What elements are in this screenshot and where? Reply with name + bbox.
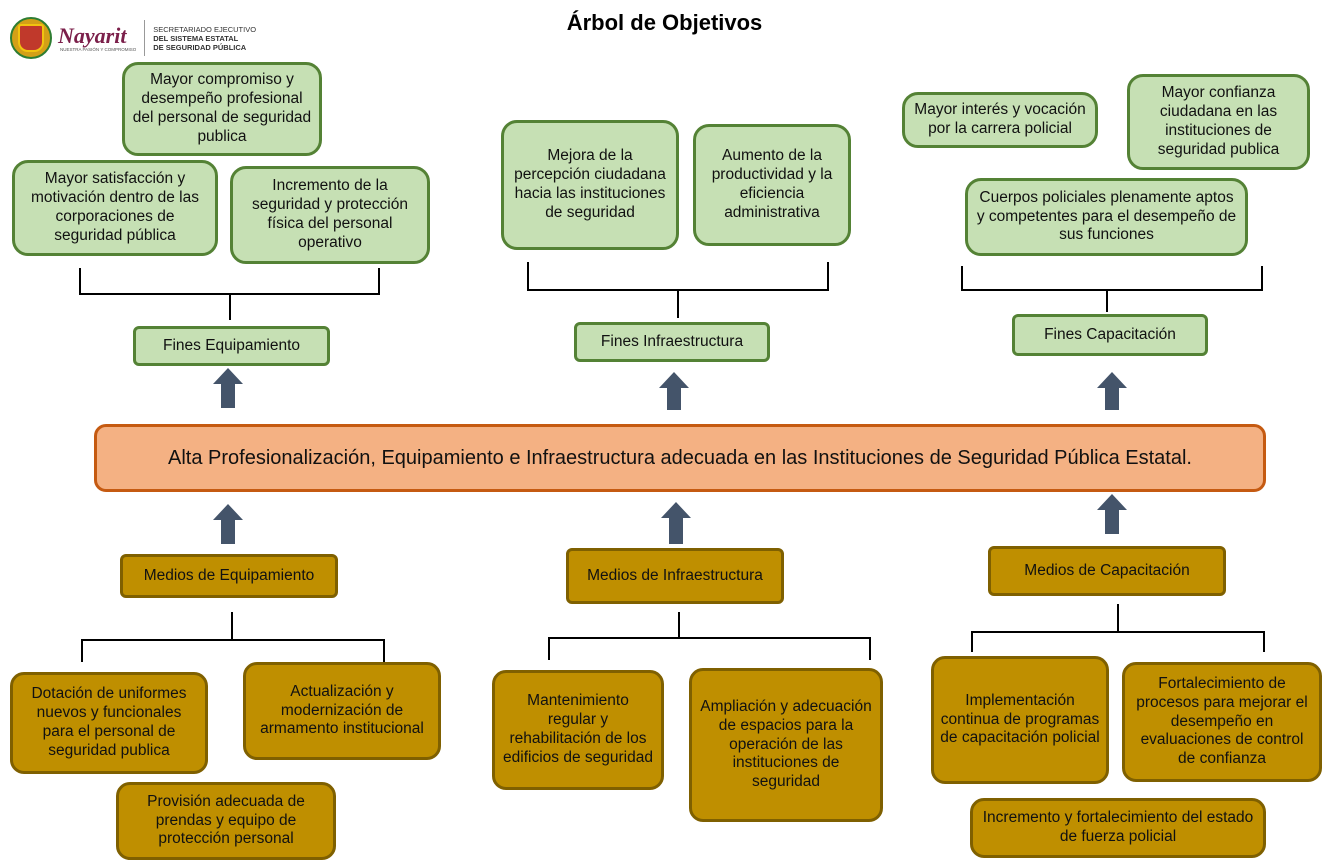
fin-equipamiento-1: Mayor compromiso y desempeño profesional…	[122, 62, 322, 156]
arrow-up-icon	[661, 502, 691, 544]
page-title: Árbol de Objetivos	[566, 10, 763, 35]
medio-infraestructura-2: Ampliación y adecuación de espacios para…	[689, 668, 883, 822]
medio-equipamiento-2: Actualización y modernización de armamen…	[243, 662, 441, 760]
arrow-up-icon	[659, 372, 689, 410]
medio-infraestructura-1: Mantenimiento regular y rehabilitación d…	[492, 670, 664, 790]
brace-fines-infraestructura	[527, 262, 829, 318]
brace-fines-equipamiento	[79, 268, 380, 320]
fin-capacitacion-3: Cuerpos policiales plenamente aptos y co…	[965, 178, 1248, 256]
brace-fines-capacitacion	[961, 266, 1263, 312]
medios-infraestructura-label: Medios de Infraestructura	[566, 548, 784, 604]
fines-capacitacion-label: Fines Capacitación	[1012, 314, 1208, 356]
logo-brand: Nayarit	[58, 22, 127, 48]
arrow-up-icon	[1097, 372, 1127, 410]
central-objective: Alta Profesionalización, Equipamiento e …	[94, 424, 1266, 492]
medios-equipamiento-label: Medios de Equipamiento	[120, 554, 338, 598]
fin-capacitacion-2: Mayor confianza ciudadana en las institu…	[1127, 74, 1310, 170]
medio-equipamiento-3: Provisión adecuada de prendas y equipo d…	[116, 782, 336, 860]
fines-equipamiento-label: Fines Equipamiento	[133, 326, 330, 366]
logo-tagline: NUESTRA PASIÓN Y COMPROMISO	[60, 46, 137, 52]
fin-infraestructura-2: Aumento de la productividad y la eficien…	[693, 124, 851, 246]
fin-equipamiento-2: Mayor satisfacción y motivación dentro d…	[12, 160, 218, 256]
arrow-up-icon	[1097, 494, 1127, 534]
fin-infraestructura-1: Mejora de la percepción ciudadana hacia …	[501, 120, 679, 250]
arrow-up-icon	[213, 504, 243, 544]
logo-org-text: SECRETARIADO EJECUTIVO DEL SISTEMA ESTAT…	[153, 24, 257, 52]
nayarit-logo: Nayarit NUESTRA PASIÓN Y COMPROMISO SECR…	[10, 14, 260, 62]
brace-medios-equipamiento	[81, 612, 385, 662]
medio-capacitacion-3: Incremento y fortalecimiento del estado …	[970, 798, 1266, 858]
logo-divider	[144, 20, 146, 56]
fin-capacitacion-1: Mayor interés y vocación por la carrera …	[902, 92, 1098, 148]
medio-capacitacion-1: Implementación continua de programas de …	[931, 656, 1109, 784]
fin-equipamiento-3: Incremento de la seguridad y protección …	[230, 166, 430, 264]
brace-medios-capacitacion	[971, 604, 1265, 652]
medios-capacitacion-label: Medios de Capacitación	[988, 546, 1226, 596]
state-seal-icon	[10, 17, 52, 59]
arrow-up-icon	[213, 368, 243, 408]
medio-equipamiento-1: Dotación de uniformes nuevos y funcional…	[10, 672, 208, 774]
brace-medios-infraestructura	[548, 612, 871, 660]
fines-infraestructura-label: Fines Infraestructura	[574, 322, 770, 362]
medio-capacitacion-2: Fortalecimiento de procesos para mejorar…	[1122, 662, 1322, 782]
